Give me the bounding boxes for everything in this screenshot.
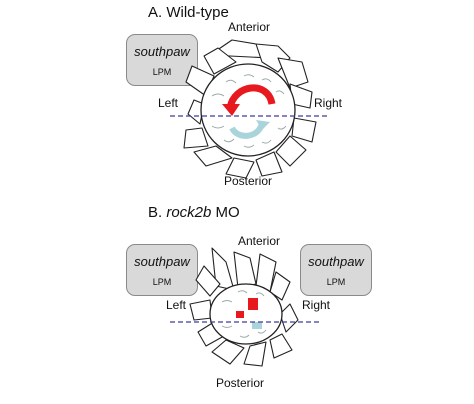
southpaw-lpm-box-a: southpaw LPM (126, 34, 198, 86)
embryo-body-b (209, 283, 283, 345)
anterior-label-a: Anterior (228, 20, 271, 34)
villi-a (211, 74, 287, 148)
panel-a-letter: A. (148, 4, 167, 21)
panel-b-letter: B. (148, 204, 167, 221)
southpaw-lpm-box-b-left: southpaw LPM (126, 244, 198, 296)
panel-b-title: B. rock2b MO (148, 204, 240, 221)
posterior-label-b: Posterior (216, 376, 265, 390)
panel-b-condition: MO (211, 204, 240, 221)
left-flow-mark-b-1 (248, 298, 258, 310)
gene-label: southpaw (308, 254, 364, 269)
tissue-label: LPM (152, 67, 172, 77)
embryo-body-a (200, 63, 296, 157)
posterior-label-a: Posterior (224, 174, 273, 188)
tissue-label: LPM (152, 277, 172, 287)
outer-cells-b (189, 247, 299, 367)
left-label-b: Left (166, 298, 187, 312)
gene-label: southpaw (134, 254, 190, 269)
right-label-b: Right (302, 298, 331, 312)
anterior-label-b: Anterior (238, 234, 281, 248)
left-flow-mark-b-2 (236, 311, 244, 318)
panel-a-title: A. Wild-type (148, 4, 229, 21)
gene-label: southpaw (134, 44, 190, 59)
villi-b (221, 290, 267, 338)
right-flow-arrowhead-a (256, 120, 270, 130)
right-flow-mark-b (252, 322, 262, 329)
left-flow-arrowhead-a (222, 104, 240, 116)
right-label-a: Right (314, 96, 343, 110)
left-flow-arrow-a (226, 84, 276, 109)
southpaw-lpm-box-b-right: southpaw LPM (300, 244, 372, 296)
panel-a-condition: Wild-type (166, 4, 229, 21)
panel-b-gene: rock2b (166, 204, 212, 221)
tissue-label: LPM (326, 277, 346, 287)
left-label-a: Left (158, 96, 179, 110)
